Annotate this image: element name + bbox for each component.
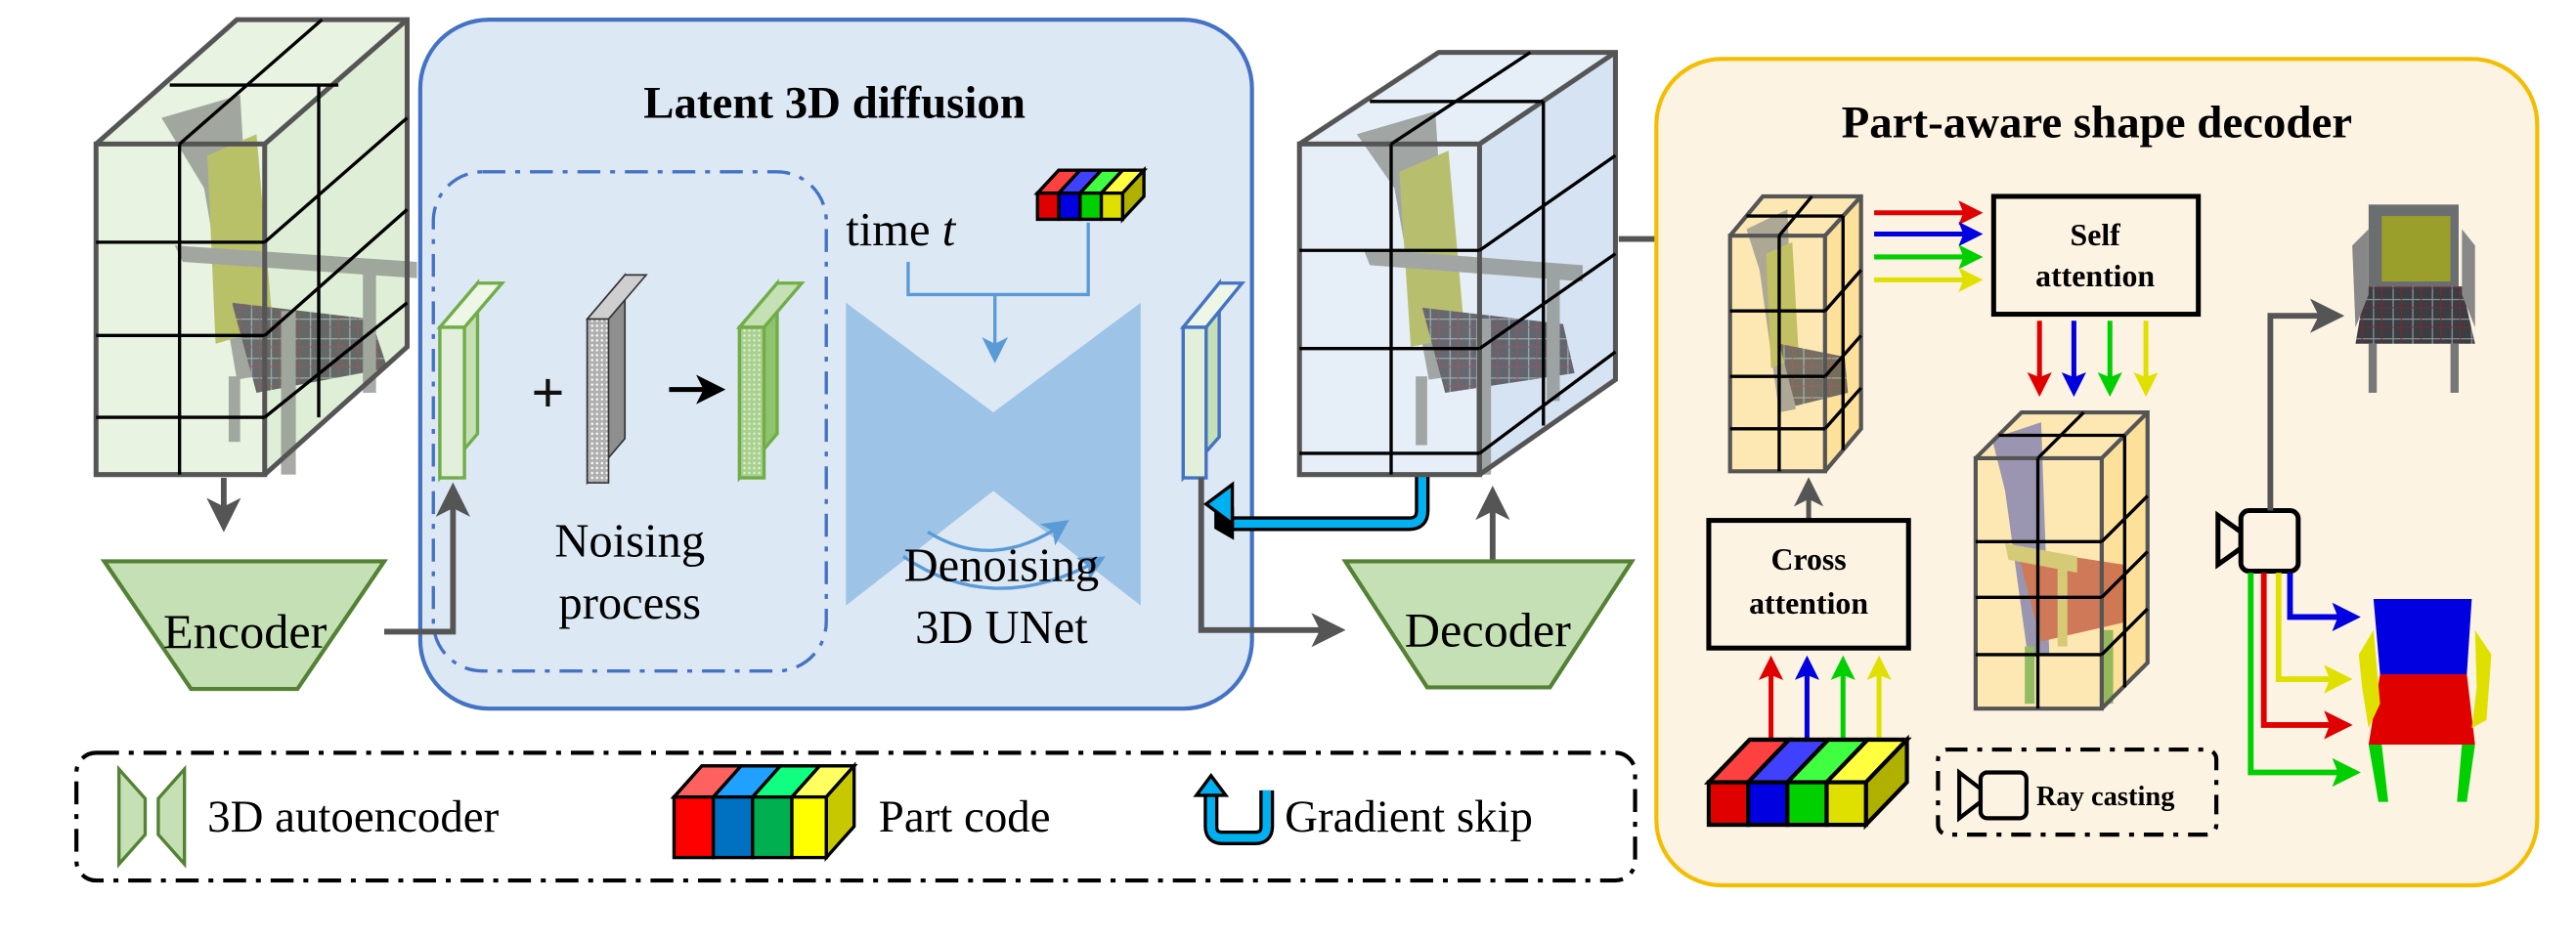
noisy-latent-slab xyxy=(735,278,806,483)
part-code-legend-icon xyxy=(670,761,858,862)
time-variable: t xyxy=(942,203,957,256)
denoised-latent-slab xyxy=(1179,278,1246,483)
decoded-voxel-cube xyxy=(1296,50,1618,478)
condition-connector xyxy=(906,222,1090,297)
ray-casting-legend: Ray casting xyxy=(1936,747,2219,837)
input-voxel-cube xyxy=(93,17,417,478)
decoder-block: Decoder xyxy=(1341,559,1637,690)
arrows-camera-to-parts xyxy=(2248,573,2361,788)
noising-process-box xyxy=(431,170,828,673)
latent-feature-slab xyxy=(436,278,506,483)
latent-diffusion-panel: Latent 3D diffusion + Noising process xyxy=(384,18,1254,711)
legend: 3D autoencoder Part code Gradient skip xyxy=(74,750,1637,883)
time-label: time xyxy=(846,203,930,256)
arrows-part-code-up xyxy=(1759,655,1892,746)
autoencoder-legend-icon xyxy=(117,764,187,869)
arrow-latent-to-decoder xyxy=(1198,478,1346,648)
part-code-small xyxy=(1033,165,1148,224)
encoder-label: Encoder xyxy=(163,604,327,659)
noise-slab xyxy=(585,273,648,486)
cross-attention-line2: attention xyxy=(1749,586,1868,620)
part-code-large xyxy=(1704,734,1912,831)
cross-attention-block: Cross attention xyxy=(1706,518,1911,651)
camera-icon xyxy=(1957,768,2029,823)
legend-part-code-label: Part code xyxy=(879,791,1051,842)
arrows-cube-to-self-attention xyxy=(1874,200,1984,292)
plus-icon: + xyxy=(531,361,564,426)
rendered-chair xyxy=(2352,204,2475,393)
ray-casting-label: Ray casting xyxy=(2036,782,2175,812)
latent-diffusion-title: Latent 3D diffusion xyxy=(643,78,1026,129)
decoder-label: Decoder xyxy=(1405,603,1571,658)
gradient-skip-legend-icon xyxy=(1193,773,1275,846)
arrow-encoder-to-latent xyxy=(384,482,470,635)
legend-autoencoder-label: 3D autoencoder xyxy=(207,791,499,842)
time-t-label: time t xyxy=(846,203,956,256)
arrows-self-attention-down xyxy=(2027,321,2159,398)
encoder-block: Encoder xyxy=(100,559,388,692)
feature-cube-input xyxy=(1727,193,1863,474)
gradient-skip-path xyxy=(1202,474,1430,540)
legend-gradient-skip-label: Gradient skip xyxy=(1285,791,1533,842)
part-decoder-title: Part-aware shape decoder xyxy=(1842,98,2352,149)
segmented-chair xyxy=(2358,598,2492,802)
self-attention-block: Self attention xyxy=(1990,193,2202,318)
unet-label-line1: Denoising xyxy=(904,539,1100,592)
denoising-unet-shape xyxy=(846,302,1141,606)
part-aware-decoder-panel: Part-aware shape decoder xyxy=(1654,57,2540,888)
noising-label-line2: process xyxy=(558,577,701,629)
self-attention-line1: Self xyxy=(2071,218,2121,252)
arrow-camera-to-render xyxy=(2267,298,2345,511)
noising-label-line1: Noising xyxy=(554,514,705,567)
cross-attention-line1: Cross xyxy=(1770,542,1846,577)
feature-cube-part-segmented xyxy=(1973,409,2150,711)
unet-label-line2: 3D UNet xyxy=(915,601,1088,654)
chair-render xyxy=(161,95,417,475)
self-attention-line2: attention xyxy=(2035,259,2155,293)
